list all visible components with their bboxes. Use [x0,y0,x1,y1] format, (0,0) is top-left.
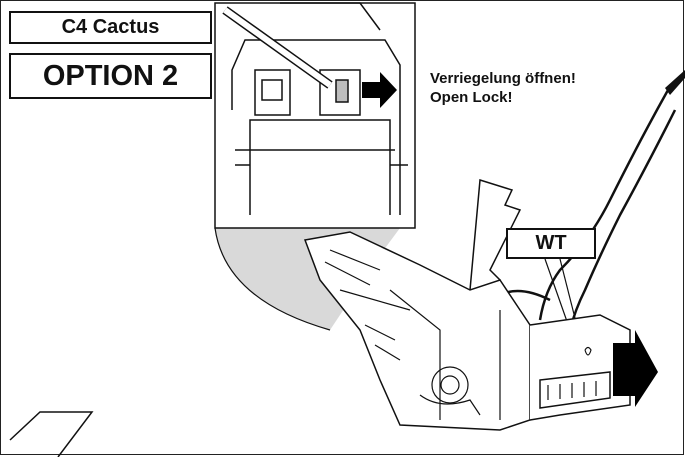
instruction-german: Verriegelung öffnen! [430,70,576,87]
option-label: OPTION 2 [9,53,212,99]
instruction-english: Open Lock! [430,89,513,106]
cable-bundle [499,89,677,331]
instruction-text: Verriegelung öffnen! Open Lock! [430,69,576,107]
inset-detail [214,2,416,229]
model-label: C4 Cactus [9,11,212,44]
sensor-housing [303,179,631,431]
arrow-right-icon [613,330,658,407]
arrow-right-icon [362,72,397,108]
wire-tag-label: WT [506,228,596,259]
